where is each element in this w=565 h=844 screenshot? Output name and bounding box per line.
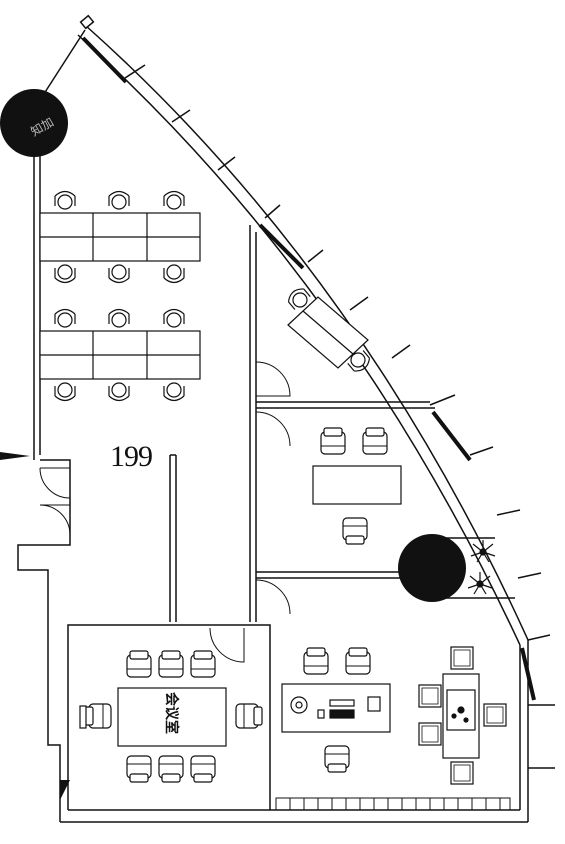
doors [39,361,291,663]
window-panes [81,36,536,701]
plants [467,540,496,595]
watermark-circle [398,534,466,602]
manager-office-1 [312,427,402,545]
area-number-label: 199 [110,440,153,473]
tea-table-set [418,646,507,785]
interior-partitions [169,225,515,622]
meeting-room [79,650,263,783]
facade-mullions [79,14,555,769]
workstations-top [39,212,201,262]
wall-marker [0,452,30,460]
angled-desks [284,284,374,376]
workstations-bottom [39,330,201,380]
meeting-room-label: 会议室 [163,692,179,734]
stair-hatch [275,797,511,811]
watermark-circle [0,89,68,157]
manager-office-2 [281,647,391,773]
wall-marker [60,780,70,800]
